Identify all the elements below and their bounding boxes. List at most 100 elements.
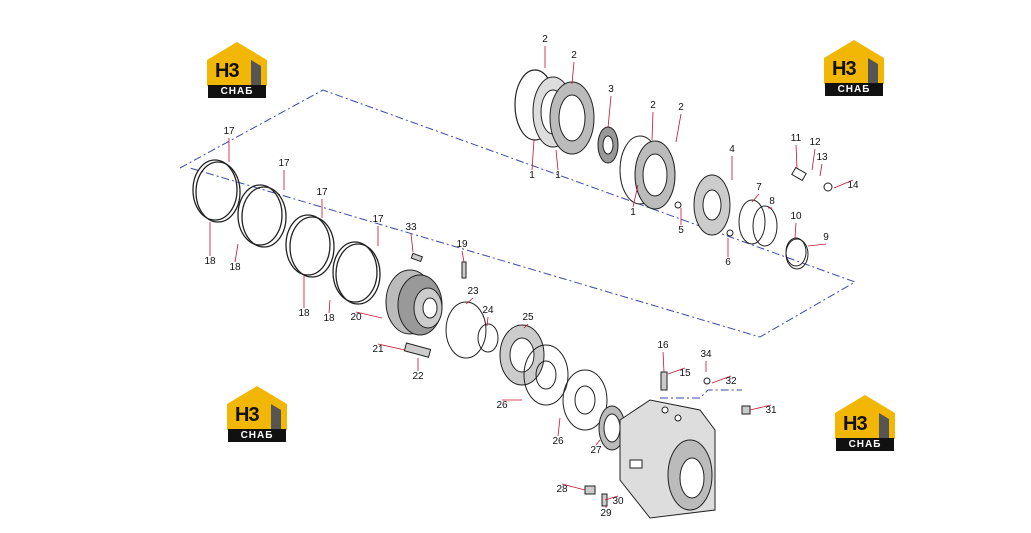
part-number-label: 18 [204, 256, 216, 267]
part-number-label: 2 [571, 50, 577, 61]
house-icon [227, 386, 287, 430]
part-number-label: 22 [412, 371, 424, 382]
part-number-label: 11 [791, 133, 802, 144]
leader-line [557, 417, 561, 437]
logo-glyph: H3 [832, 58, 857, 80]
part-number-label: 25 [522, 312, 534, 323]
leader-line [595, 439, 601, 446]
leader-line [486, 316, 489, 327]
part-number-label: 27 [590, 445, 602, 456]
brand-logo: H3 СНАБ [822, 38, 886, 98]
part-number-label: 32 [725, 376, 737, 387]
brand-logo: H3 СНАБ [833, 393, 897, 453]
part-number-label: 1 [630, 207, 636, 218]
part-number-label: 9 [823, 232, 829, 243]
leader-line [711, 375, 732, 384]
part-number-label: 8 [769, 196, 775, 207]
part-number-label: 5 [678, 225, 684, 236]
part-number-label: 17 [223, 126, 235, 137]
part-number-label: 30 [612, 496, 624, 507]
leader-line [749, 404, 772, 411]
part-number-label: 29 [600, 508, 612, 519]
leader-line [555, 149, 559, 171]
part-number-label: 12 [809, 137, 821, 148]
leader-line [531, 139, 535, 171]
clutch-drum [385, 252, 626, 451]
part-number-label: 4 [729, 144, 735, 155]
house-icon [207, 42, 267, 86]
part-number-label: 3 [608, 84, 614, 95]
part-number-label: 7 [756, 182, 762, 193]
part-number-label: 34 [700, 349, 712, 360]
part-number-label: 1 [529, 170, 535, 181]
assembly-dashed-outline [179, 89, 857, 399]
transmission-housing [584, 371, 751, 519]
leader-line [795, 144, 798, 169]
leader-line [410, 233, 414, 253]
leader-line [675, 113, 682, 143]
part-number-label: 14 [847, 180, 859, 191]
leader-line [607, 95, 612, 129]
part-number-label: 28 [556, 484, 568, 495]
leader-line [561, 483, 586, 491]
leader-line [794, 222, 797, 239]
part-number-label: 1 [555, 170, 561, 181]
leader-line [465, 297, 474, 305]
part-number-label: 2 [650, 100, 656, 111]
logo-caption: СНАБ [208, 85, 266, 98]
leader-line [833, 179, 854, 189]
leader-line [328, 299, 331, 314]
part-number-label: 19 [456, 239, 468, 250]
part-number-label: 26 [552, 436, 564, 447]
part-number-label: 17 [278, 158, 290, 169]
leader-line [811, 148, 816, 171]
leader-line [234, 243, 239, 263]
part-number-label: 16 [657, 340, 669, 351]
leader-line [807, 243, 827, 247]
house-icon [824, 40, 884, 84]
clutch-disc-pack [514, 69, 833, 270]
leader-line [604, 495, 619, 501]
logo-glyph: H3 [215, 60, 240, 82]
part-number-label: 15 [679, 368, 691, 379]
part-number-label: 18 [229, 262, 241, 273]
brand-logo: H3 СНАБ [225, 384, 289, 444]
part-number-label: 33 [405, 222, 417, 233]
part-number-label: 21 [372, 344, 384, 355]
leader-line [667, 367, 686, 375]
leader-line [751, 193, 760, 203]
logo-glyph: H3 [235, 404, 260, 426]
leader-line [461, 250, 465, 263]
logo-glyph: H3 [843, 413, 868, 435]
house-icon [835, 395, 895, 439]
part-number-label: 6 [725, 257, 731, 268]
part-number-label: 2 [542, 34, 548, 45]
leader-line [355, 311, 383, 319]
part-number-label: 20 [350, 312, 362, 323]
seal-rings [192, 159, 381, 305]
leader-line [571, 61, 575, 85]
part-number-label: 31 [765, 405, 777, 416]
part-number-label: 2 [678, 102, 684, 113]
leader-line [632, 184, 639, 208]
logo-caption: СНАБ [825, 83, 883, 96]
leader-line [662, 351, 665, 373]
leader-line [377, 343, 406, 351]
part-number-label: 17 [316, 187, 328, 198]
logo-caption: СНАБ [228, 429, 286, 442]
leader-line [523, 323, 529, 329]
part-number-label: 10 [790, 211, 802, 222]
part-number-label: 13 [816, 152, 828, 163]
brand-logo: H3 СНАБ [205, 40, 269, 100]
part-number-label: 18 [298, 308, 310, 319]
leader-lines [209, 46, 854, 508]
part-number-label: 26 [496, 400, 508, 411]
part-number-label: 23 [467, 286, 479, 297]
part-number-label: 24 [482, 305, 494, 316]
leader-line [651, 111, 654, 141]
part-number-label: 18 [323, 313, 335, 324]
logo-caption: СНАБ [836, 438, 894, 451]
